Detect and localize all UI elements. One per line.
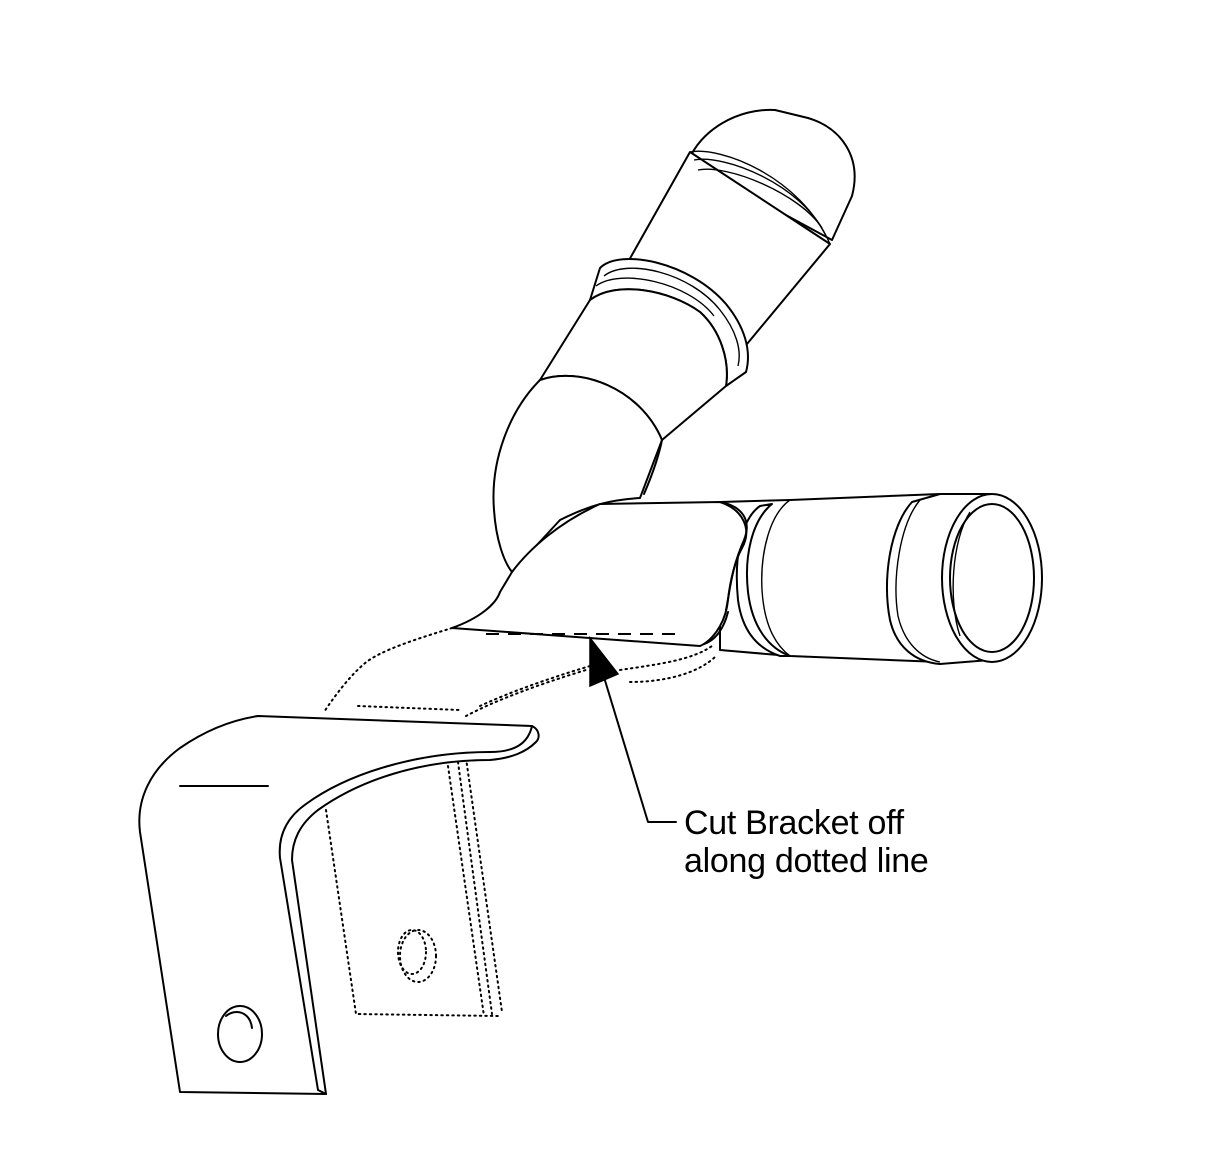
callout-leader	[589, 635, 677, 823]
junction-plate	[451, 501, 748, 647]
dotted-bracket-section	[323, 627, 717, 1017]
callout-label: Cut Bracket off along dotted line	[684, 804, 929, 880]
callout-line-2: along dotted line	[684, 842, 929, 880]
right-tube	[719, 493, 1043, 665]
upper-tube	[492, 108, 856, 573]
bolt-hole	[217, 1005, 263, 1063]
callout-line-1: Cut Bracket off	[684, 804, 904, 842]
right-tube-inner-bore	[949, 503, 1035, 653]
dotted-bolt-hole	[399, 929, 437, 983]
lower-bracket	[138, 715, 540, 1095]
lower-bracket-body	[138, 715, 540, 1095]
upper-tube-end-cap	[687, 108, 856, 241]
upper-tube-elbow	[492, 374, 663, 573]
callout-arrow-head	[589, 635, 620, 688]
